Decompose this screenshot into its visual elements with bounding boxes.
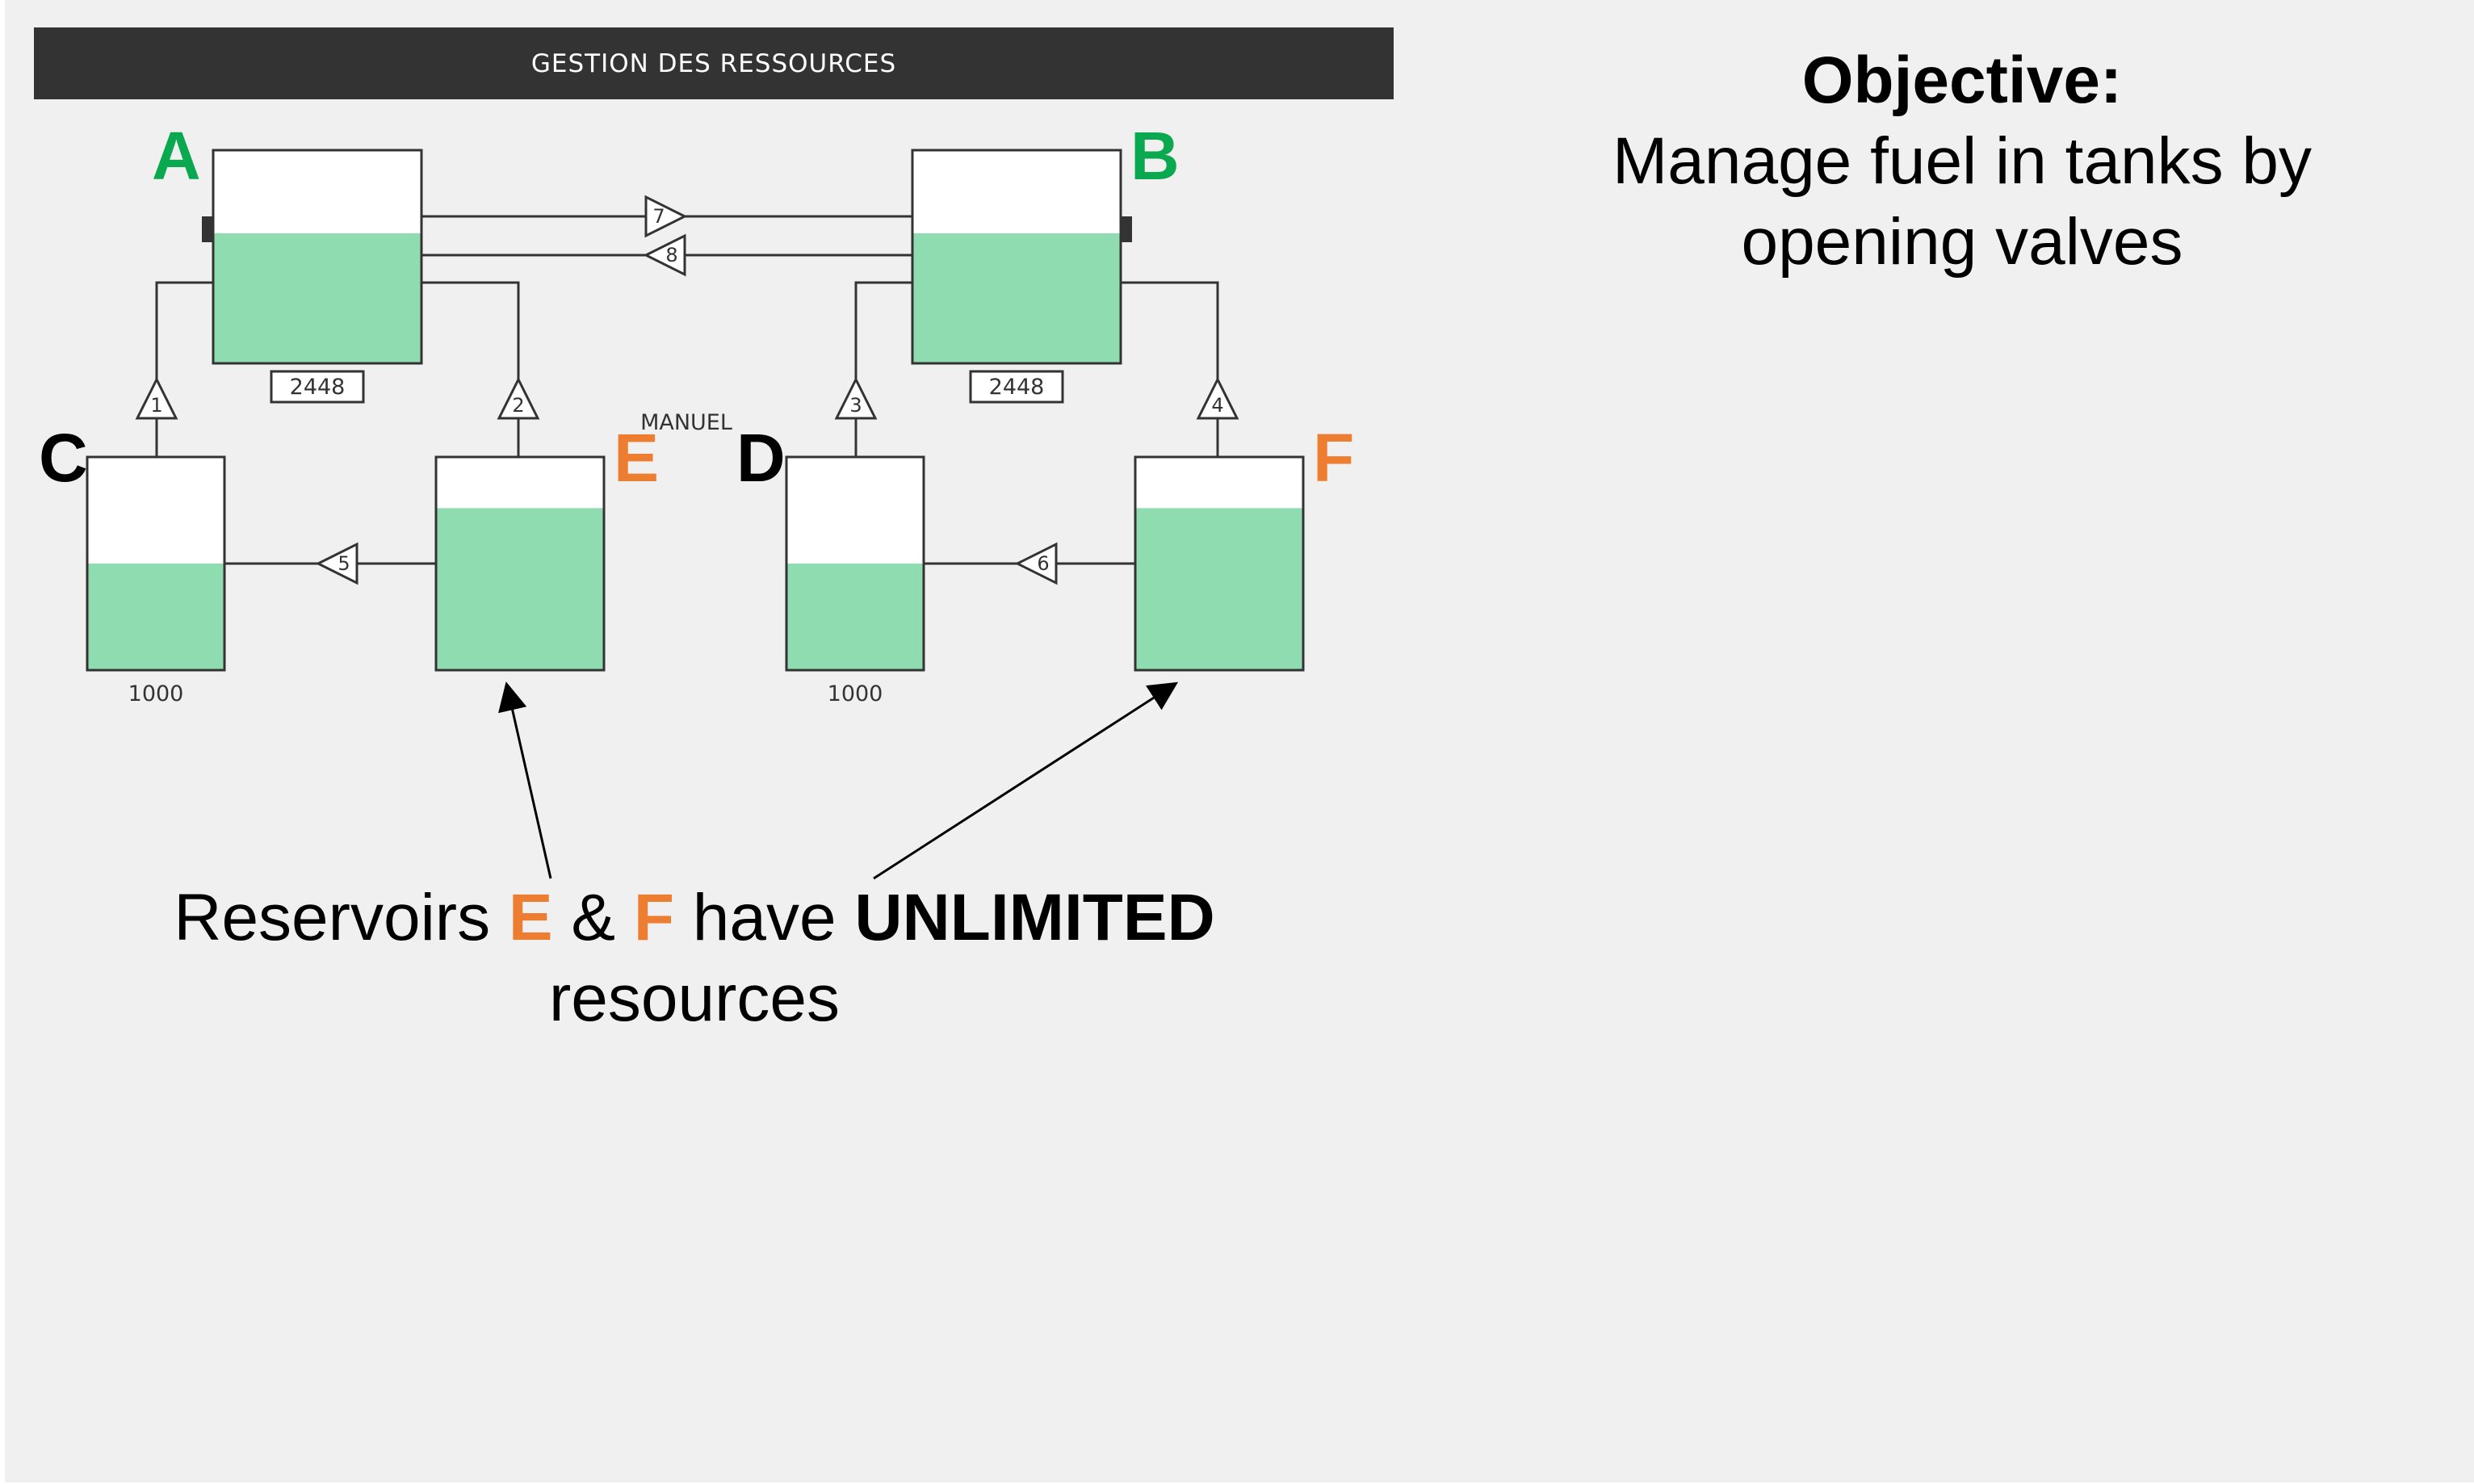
tank-d[interactable] (785, 455, 925, 672)
tank-b-value: 2448 (989, 375, 1045, 400)
valve-4-label: 4 (1211, 394, 1223, 417)
annotation-unlimited: UNLIMITED (854, 881, 1215, 954)
valve-3-label: 3 (849, 394, 862, 417)
pipe-a-c (155, 281, 213, 460)
valve-5[interactable]: 5 (315, 542, 359, 585)
valve-2-label: 2 (512, 394, 524, 417)
annotation-line-2: resources (548, 962, 841, 1035)
tank-a[interactable] (202, 149, 423, 365)
valve-1-label: 1 (150, 394, 162, 417)
tank-b-fuel-level (913, 233, 1120, 363)
tank-c-letter: C (39, 420, 88, 496)
tank-c[interactable] (86, 455, 226, 672)
tank-b[interactable] (911, 149, 1132, 365)
tank-a-value-box: 2448 (270, 370, 365, 404)
tank-f-outline (1134, 455, 1305, 672)
tank-f-fuel-level (1136, 508, 1302, 669)
side-connector (1121, 216, 1132, 242)
objective-panel: Objective: Manage fuel in tanks by openi… (1550, 40, 2374, 283)
tank-c-value: 1000 (128, 681, 184, 706)
tank-f[interactable] (1134, 455, 1305, 672)
annotation-letter-f: F (633, 881, 674, 954)
valve-8-label: 8 (665, 244, 677, 266)
tank-a-letter: A (152, 118, 201, 194)
tank-d-letter: D (736, 420, 786, 496)
tank-a-outline (212, 149, 423, 365)
arrow-to-f (873, 681, 1179, 880)
pipe-a-e (421, 281, 520, 457)
annotation-letter-e: E (508, 881, 553, 954)
tank-c-fuel-level (88, 564, 224, 669)
valve-4[interactable]: 4 (1196, 376, 1239, 420)
tank-c-outline (86, 455, 226, 672)
arrow-to-e (498, 681, 552, 879)
pipe-b-f (1121, 281, 1219, 457)
valve-7-label: 7 (652, 205, 665, 228)
valve-6-label: 6 (1037, 552, 1049, 575)
valve-7[interactable]: 7 (644, 195, 688, 238)
annotation-text-1: Reservoirs (174, 881, 509, 954)
tank-d-value: 1000 (828, 681, 883, 706)
header-bar: GESTION DES RESSOURCES (34, 27, 1394, 99)
header-title: GESTION DES RESSOURCES (530, 48, 897, 78)
valve-2[interactable]: 2 (497, 376, 540, 420)
objective-line-2: opening valves (1741, 205, 2183, 279)
tank-e-fuel-level (437, 508, 603, 669)
mode-label: MANUEL (640, 410, 732, 435)
objective-title: Objective: (1801, 44, 2123, 117)
tank-a-fuel-level (214, 233, 421, 363)
annotation-text-2: have (673, 881, 855, 954)
valve-3[interactable]: 3 (834, 376, 878, 420)
tank-d-fuel-level (787, 564, 923, 669)
valve-5-label: 5 (338, 552, 350, 575)
tank-b-letter: B (1130, 118, 1180, 194)
tank-e[interactable] (434, 455, 606, 672)
valve-1[interactable]: 1 (135, 376, 178, 420)
objective-line-1: Manage fuel in tanks by (1612, 124, 2313, 198)
tank-b-value-box: 2448 (969, 370, 1064, 404)
side-connector (202, 216, 213, 242)
tank-b-outline (911, 149, 1122, 365)
valve-8[interactable]: 8 (643, 233, 686, 277)
tank-e-outline (434, 455, 606, 672)
reservoir-annotation: Reservoirs E & F have UNLIMITED resource… (129, 878, 1260, 1039)
valve-6[interactable]: 6 (1014, 542, 1058, 585)
annotation-amp: & (552, 881, 634, 954)
pipe-b-d (854, 281, 912, 460)
tank-a-value: 2448 (290, 375, 346, 400)
annotation-line-1: Reservoirs E & F have UNLIMITED (129, 878, 1260, 958)
tank-e-letter: E (614, 420, 659, 496)
tank-f-letter: F (1313, 420, 1354, 496)
tank-d-outline (785, 455, 925, 672)
